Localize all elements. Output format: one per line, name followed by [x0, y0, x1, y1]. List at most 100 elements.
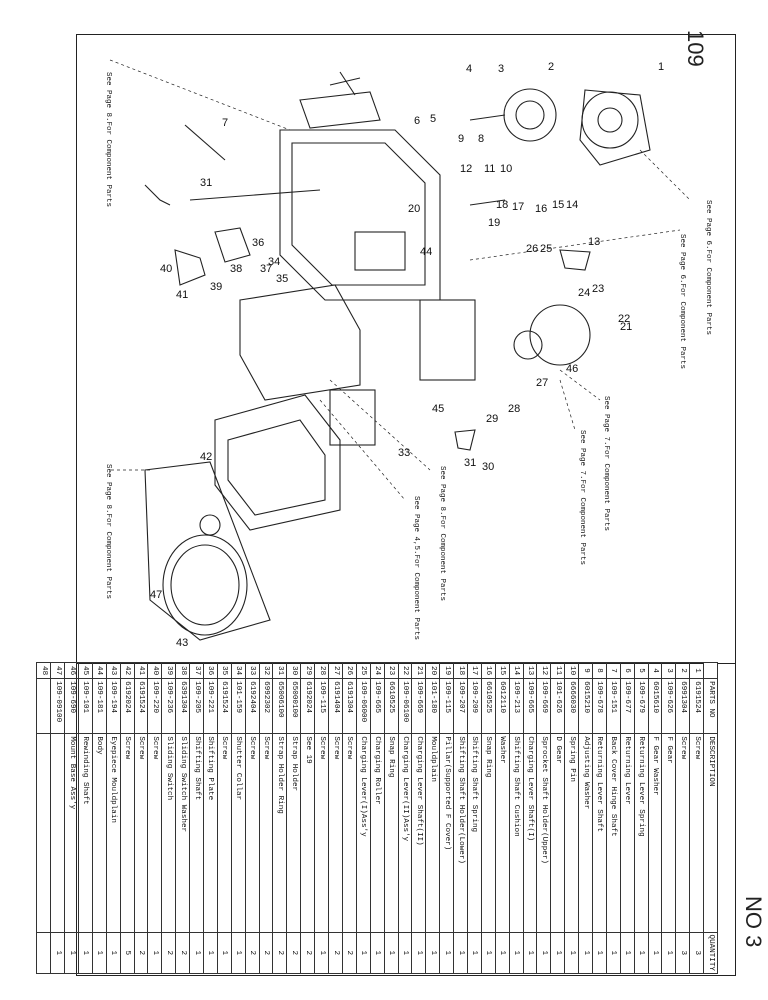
callout-11: 11	[484, 163, 495, 175]
note-page8-c: See Page 8.For Component Parts	[104, 464, 112, 600]
callout-38: 38	[230, 263, 242, 275]
row-description: See 19	[300, 733, 315, 933]
row-parts-no: 6666030	[564, 678, 579, 734]
callout-35: 35	[276, 273, 288, 285]
callout-14: 14	[566, 199, 578, 211]
row-quantity: 2	[273, 932, 287, 974]
row-number: 7	[606, 662, 621, 679]
row-parts-no: 6192404	[245, 678, 260, 734]
row-quantity: 1	[203, 932, 218, 974]
row-parts-no: 109-690	[64, 678, 79, 734]
callout-16: 16	[535, 203, 547, 215]
row-quantity: 2	[300, 932, 315, 974]
callout-29: 29	[486, 413, 498, 425]
row-description: Pillar(Supported F Cover)	[439, 733, 454, 933]
callout-15: 15	[552, 199, 564, 211]
row-description: Eyepiece Mouldplain	[106, 733, 121, 933]
row-number: 2	[675, 662, 690, 679]
row-description: Screw	[259, 733, 273, 933]
row-parts-no: 109-221	[203, 678, 218, 734]
row-quantity: 1	[92, 932, 107, 974]
row-parts-no	[36, 678, 51, 734]
row-quantity: 1	[64, 932, 79, 974]
row-number: 24	[370, 662, 385, 679]
callout-43: 43	[176, 637, 188, 649]
row-number: 35	[217, 662, 232, 679]
row-parts-no: 109-213	[509, 678, 524, 734]
callout-25: 25	[540, 243, 552, 255]
row-quantity: 1	[661, 932, 676, 974]
row-quantity: 1	[634, 932, 649, 974]
row-description: D Gear	[550, 733, 565, 933]
row-parts-no: 109-101	[78, 678, 93, 734]
row-quantity: 2	[161, 932, 176, 974]
row-parts-no: 109-115	[314, 678, 329, 734]
callout-18: 18	[496, 199, 508, 211]
row-description: F Gear	[661, 733, 676, 933]
row-description: Screw	[314, 733, 329, 933]
row-description: Screw	[675, 733, 690, 933]
row-parts-no: 109-205	[189, 678, 204, 734]
callout-40: 40	[160, 263, 172, 275]
row-number: 4	[648, 662, 662, 679]
row-number: 39	[161, 662, 176, 679]
callout-47: 47	[150, 589, 162, 601]
row-quantity: 1	[592, 932, 607, 974]
callout-36: 36	[252, 237, 264, 249]
row-parts-no: 109-115	[439, 678, 454, 734]
callout-28: 28	[508, 403, 520, 415]
row-number: 37	[189, 662, 204, 679]
doc-number: NO 3	[741, 896, 766, 948]
callout-1: 1	[658, 61, 664, 73]
row-description: Charging Lever Shaft(I)	[523, 733, 537, 933]
row-description: Charging Lever(I)Ass'y	[356, 733, 371, 933]
row-description: Charging Roller	[370, 733, 385, 933]
row-description: Shutter Collar	[231, 733, 246, 933]
row-number: 17	[467, 662, 482, 679]
front-cover	[144, 461, 271, 641]
row-quantity: 2	[134, 932, 148, 974]
row-number: 42	[120, 662, 135, 679]
row-number: 36	[203, 662, 218, 679]
note-page7-b: See Page 7.For Component Parts	[578, 430, 586, 566]
row-quantity: 1	[606, 932, 621, 974]
row-number: 40	[147, 662, 162, 679]
row-description: Spring Pin	[564, 733, 579, 933]
row-number: 25	[356, 662, 371, 679]
row-parts-no: 6191524	[689, 678, 704, 734]
row-quantity: 5	[120, 932, 135, 974]
row-number: 26	[342, 662, 357, 679]
row-description: Shifting Shaft	[189, 733, 204, 933]
row-description: Back Cover Hinge Shaft	[606, 733, 621, 933]
row-parts-no: 6992302	[259, 678, 273, 734]
row-description: Body	[92, 733, 107, 933]
row-number: 11	[550, 662, 565, 679]
row-number: 33	[245, 662, 260, 679]
row-parts-no: 6191404	[328, 678, 343, 734]
callout-22: 22	[618, 313, 630, 325]
row-number: 23	[384, 662, 399, 679]
row-quantity: 3	[689, 932, 704, 974]
row-quantity: 1	[398, 932, 412, 974]
row-description: Screw	[120, 733, 135, 933]
row-description: Returning Lever Spring	[634, 733, 649, 933]
row-number: 1	[689, 662, 704, 679]
row-quantity: 1	[231, 932, 246, 974]
row-number: 5	[634, 662, 649, 679]
row-number: 20	[425, 662, 440, 679]
row-parts-no: 109-220	[147, 678, 162, 734]
